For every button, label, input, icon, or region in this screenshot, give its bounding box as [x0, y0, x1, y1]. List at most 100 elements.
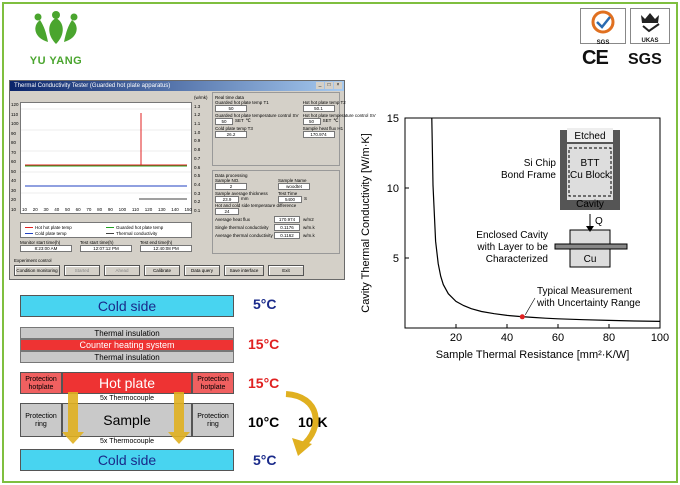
legend-item: Hot hot plate temp [25, 224, 106, 230]
x-tick: 60 [75, 207, 81, 212]
test-start-group: Test start time(h) 12:07:12 PM [80, 240, 132, 252]
cold-side-bottom-label: Cold side [97, 452, 157, 468]
etched-label: Etched [574, 131, 605, 142]
cold-bottom-temp: 5°C [253, 452, 277, 468]
x-tick-label: 60 [552, 332, 564, 344]
hot-plate-temp: 15°C [248, 375, 280, 391]
y-tick: 40 [11, 178, 17, 184]
layer-strip [554, 243, 628, 250]
started-button[interactable]: Started [64, 265, 100, 276]
hot-sv-field[interactable]: 50 [302, 118, 321, 125]
right-tick: 0.4 [194, 181, 201, 187]
t3-field[interactable]: 26.2 [215, 131, 247, 138]
x-tick-label: 20 [450, 332, 462, 344]
plot-y-ticks: 120 110 100 90 80 70 60 50 40 30 20 10 [11, 102, 20, 212]
data-query-button[interactable]: Data query [184, 265, 220, 276]
test-end-group: Test end time(h) 12:40:08 PM [140, 240, 192, 252]
plot-right-ticks: (w/mk) 1.3 1.2 1.1 1.0 0.9 0.8 0.7 0.6 0… [194, 95, 210, 213]
cold-side-top: Cold side [20, 295, 234, 317]
cold-top-temp: 5°C [253, 296, 277, 312]
x-tick: 100 [118, 207, 127, 212]
x-tick: 120 [144, 207, 153, 212]
y-tick-label: 5 [393, 253, 399, 265]
x-tick-label: 100 [651, 332, 669, 344]
sample-no-field[interactable]: 2 [215, 183, 247, 190]
calibrate-button[interactable]: Calibrate [144, 265, 180, 276]
maximize-button[interactable]: □ [325, 82, 333, 89]
h1-field[interactable]: 170.974 [302, 131, 335, 138]
y-tick: 100 [11, 121, 19, 127]
typical-label-2: with Uncertainty Range [536, 298, 641, 309]
top-block [569, 229, 611, 245]
right-tick: 1.3 [194, 103, 201, 109]
y-tick: 110 [11, 111, 19, 117]
sample-label: Sample [103, 412, 151, 428]
leaf-logo-icon [34, 11, 78, 44]
crown-tick-icon [641, 13, 660, 33]
thermocouple-top: 5x Thermocouple [100, 395, 154, 402]
exit-button[interactable]: Exit [268, 265, 304, 276]
ukas-badge: UKAS [630, 8, 670, 44]
insulation-bottom: Thermal insulation [20, 351, 234, 363]
thermocouple-bottom: 5x Thermocouple [100, 438, 154, 445]
insulation-top-label: Thermal insulation [94, 329, 160, 338]
cu-base [569, 248, 611, 268]
ahead-button[interactable]: Ahead [104, 265, 140, 276]
monitor-start-field[interactable]: 8:23:00 AM [20, 245, 72, 252]
y-tick: 60 [11, 159, 17, 165]
right-tick: 1.1 [194, 121, 201, 127]
typical-measurement-point [519, 314, 525, 320]
condition-monitoring-button[interactable]: Condition monitoring [14, 265, 60, 276]
save-interface-button[interactable]: Save interface [224, 265, 264, 276]
avg-heat-flux-field[interactable]: 170.974 [274, 216, 300, 223]
down-arrow-left-icon [62, 392, 84, 444]
time-fields: Monitor start time(h) 8:23:00 AM Test st… [20, 240, 192, 252]
realtime-heading: Real time data [215, 95, 245, 100]
window-title: Thermal Conductivity Tester (Guarded hot… [14, 83, 171, 89]
q-arrowhead [586, 226, 594, 232]
insulation-top: Thermal insulation [20, 327, 234, 339]
test-time-field[interactable]: 5400 [278, 196, 302, 203]
live-plot [20, 102, 192, 214]
y-tick: 120 [11, 102, 19, 107]
guard-sv-field[interactable]: 50 [215, 118, 233, 125]
protection-ring-right: Protection ring [192, 403, 234, 437]
t1-field[interactable]: 50 [215, 105, 247, 112]
y-tick: 90 [11, 130, 17, 136]
realtime-panel: Real time data Guarded hot plate temp T1… [212, 92, 376, 166]
t2-field[interactable]: 50.1 [302, 105, 335, 112]
cold-side-bottom: Cold side [20, 449, 234, 471]
thickness-field[interactable]: 23.9 [215, 196, 239, 203]
counter-heating: Counter heating system [20, 339, 234, 351]
test-end-field[interactable]: 12:40:08 PM [140, 245, 192, 252]
temp-diff-field[interactable]: 24 [215, 208, 239, 215]
sample-temp: 10°C [248, 414, 280, 430]
right-tick: 0.7 [194, 155, 201, 161]
sample-name-field[interactable]: woodtet [278, 183, 310, 190]
right-tick: 0.3 [194, 190, 201, 196]
plot-x-ticks: 10 20 30 40 50 60 70 80 90 100 110 120 1… [22, 207, 192, 212]
heat-flow-arrows [62, 392, 190, 444]
sample-layer: Sample [62, 403, 192, 437]
x-tick: 10 [22, 207, 28, 212]
single-conductivity-field[interactable]: 0.1176 [274, 224, 300, 231]
monitor-start-group: Monitor start time(h) 8:23:00 AM [20, 240, 72, 252]
x-tick: 70 [86, 207, 92, 212]
avg-conductivity-field[interactable]: 0.1162 [274, 232, 300, 239]
enclosed-label-1: Enclosed Cavity [476, 230, 548, 241]
y-tick: 30 [11, 187, 17, 193]
right-tick: 1.0 [194, 129, 201, 135]
ce-mark: CE [582, 47, 609, 69]
right-axis-label: (w/mk) [194, 95, 208, 100]
right-tick: 0.2 [194, 199, 201, 205]
protection-hotplate-right: Protection hotplate [192, 372, 234, 394]
y-tick: 70 [11, 149, 17, 155]
close-button[interactable]: × [334, 82, 342, 89]
btt-label: BTT [581, 158, 600, 169]
cu-label: Cu [584, 254, 597, 265]
sgs-badge: SGS [580, 8, 626, 46]
x-tick: 50 [64, 207, 70, 212]
minimize-button[interactable]: _ [316, 82, 324, 89]
test-start-field[interactable]: 12:07:12 PM [80, 245, 132, 252]
